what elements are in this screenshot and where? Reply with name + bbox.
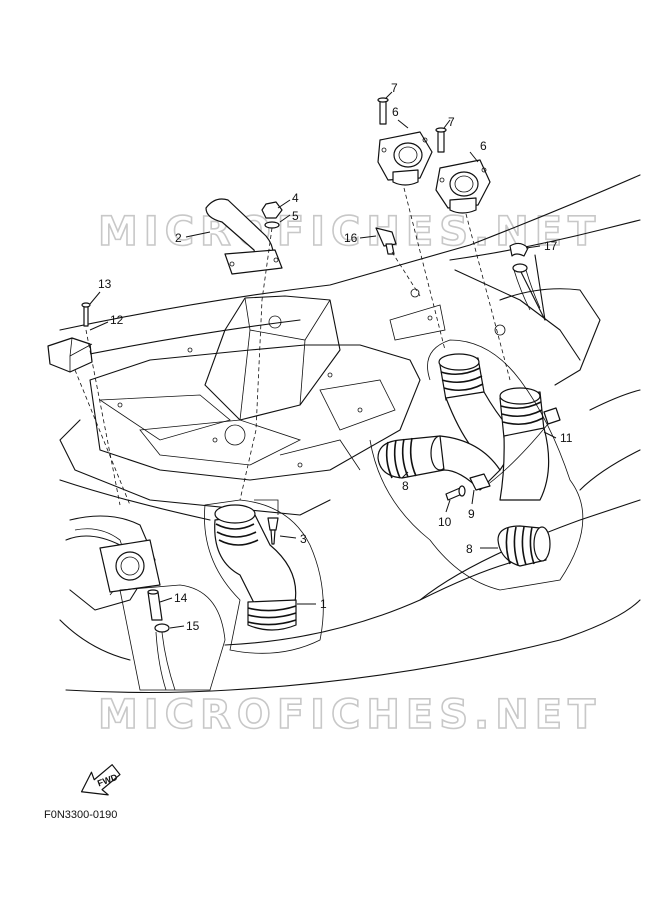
callout-9: 9: [468, 507, 475, 521]
part-3-screw: [267, 517, 279, 545]
callout-2: 2: [175, 231, 182, 245]
callout-6-right: 6: [480, 139, 487, 153]
part-9-clip: [469, 473, 491, 491]
part-6-flange-left: [377, 131, 433, 186]
callout-4: 4: [292, 191, 299, 205]
figure-code: F0N3300-0190: [44, 809, 117, 821]
callout-12: 12: [110, 313, 124, 327]
callout-7-left: 7: [391, 81, 398, 95]
part-4-nut: [261, 201, 283, 219]
callout-13: 13: [98, 277, 112, 291]
callout-14: 14: [174, 591, 188, 605]
part-15-clamp: [154, 623, 176, 691]
right-hatch: [389, 288, 506, 341]
fwd-arrow-icon: FWD: [80, 764, 121, 796]
engine-chamber: [89, 295, 421, 481]
callout-3: 3: [300, 532, 307, 546]
watermark-bottom: MICROFICHES.NET: [98, 692, 601, 738]
part-5-washer: [264, 221, 280, 229]
part-7-bolt-left: [377, 97, 389, 125]
leader-lines: [89, 91, 557, 629]
callout-10: 10: [438, 515, 452, 529]
part-8-hose-right-upper: [499, 387, 550, 501]
callout-6-left: 6: [392, 105, 399, 119]
part-1-hose: [204, 499, 324, 654]
callout-16: 16: [344, 231, 358, 245]
part-10-rivet: [445, 485, 466, 501]
part-8-hose-lower: [497, 525, 551, 567]
part-7-bolt-right: [435, 127, 447, 153]
callout-11: 11: [560, 431, 573, 445]
fwd-label: FWD: [96, 772, 119, 789]
callout-17: 17: [544, 239, 558, 253]
part-13-pin: [81, 302, 91, 327]
part-12-box: [47, 337, 93, 373]
part-8-hose-upper: [438, 353, 521, 471]
callout-7-right: 7: [448, 115, 455, 129]
callout-15: 15: [186, 619, 200, 633]
right-hose-housing: [369, 339, 584, 591]
callout-5: 5: [292, 209, 299, 223]
part-6-flange-right: [435, 159, 491, 214]
callout-numbers: 1 2 3 4 5 6 6 7 7 8 8 9 10 11 12 13 14 1…: [98, 81, 573, 633]
callout-1: 1: [320, 597, 327, 611]
part-16-sensor: [375, 227, 397, 255]
hull-outline: [59, 174, 641, 694]
lower-left-flange: [99, 539, 226, 691]
part-17-clip: [509, 242, 541, 311]
callout-8-lower: 8: [466, 542, 473, 556]
part-14-pipe: [147, 589, 163, 621]
callout-8-left: 8: [402, 479, 409, 493]
